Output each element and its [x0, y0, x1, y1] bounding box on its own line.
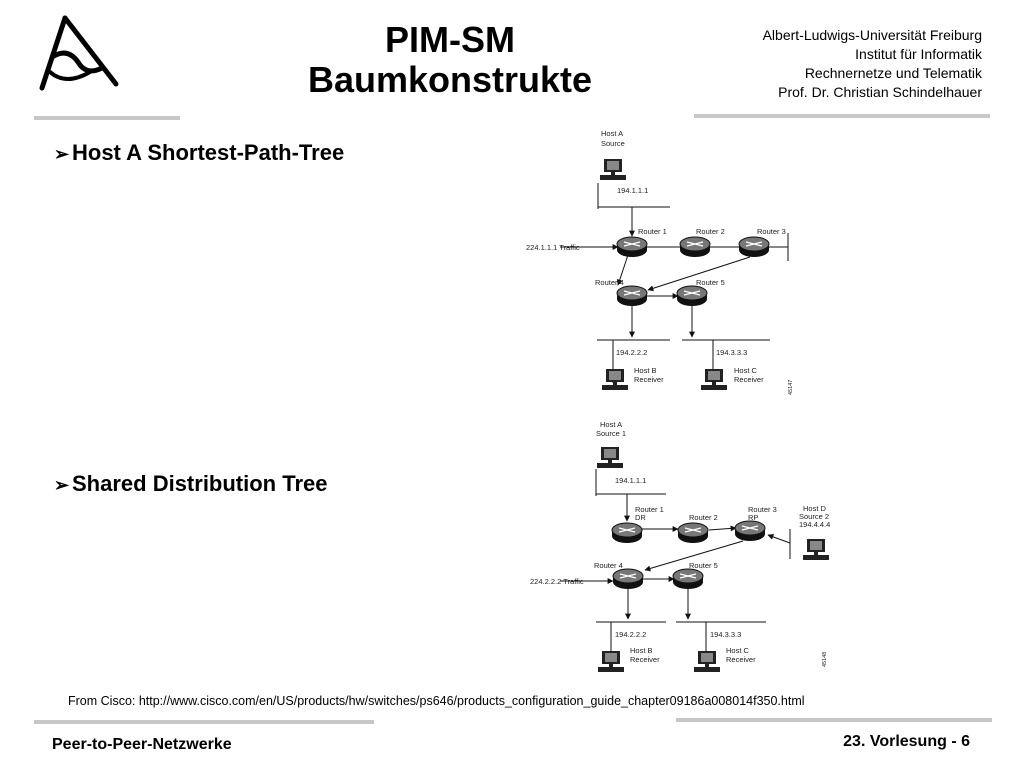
router-4-icon [612, 568, 644, 590]
host-c-ip: 194.3.3.3 [716, 348, 747, 357]
bullet-label: Shared Distribution Tree [72, 471, 328, 496]
host-d-role: Source 2 [799, 512, 829, 521]
figure-id: 45147 [788, 380, 794, 395]
host-a-computer-icon [597, 447, 623, 468]
router-4-label: Router 4 [594, 561, 623, 570]
bullet-arrow-icon: ➢ [54, 475, 70, 495]
spt-diagram: Host A Source 194.1.1.1 224.1.1.1 Traffi… [526, 129, 794, 395]
slide-title: PIM-SM Baumkonstrukte [250, 20, 650, 100]
router-3-icon [738, 236, 770, 258]
host-b-role: Receiver [630, 655, 660, 664]
host-d-ip: 194.4.4.4 [799, 520, 830, 529]
institution-line: Prof. Dr. Christian Schindelhauer [778, 84, 982, 100]
router-3-label: Router 3 [748, 505, 777, 514]
router-1-role: DR [635, 513, 646, 522]
router-4-label: Router 4 [595, 278, 624, 287]
host-c-label: Host C [734, 366, 758, 375]
institution-block: Albert-Ludwigs-Universität Freiburg Inst… [763, 26, 982, 102]
host-d-computer-icon [803, 539, 829, 560]
footer-page-number: 23. Vorlesung - 6 [843, 733, 970, 750]
bullet-arrow-icon: ➢ [54, 144, 70, 164]
institution-line: Institut für Informatik [855, 46, 982, 62]
router-2-icon [677, 522, 709, 544]
router-3-icon [734, 520, 766, 542]
footer-rule-right [676, 718, 992, 722]
figure-id: 45148 [822, 652, 828, 667]
host-b-label: Host B [630, 646, 653, 655]
host-b-computer-icon [602, 369, 628, 390]
host-a-computer-icon [600, 159, 626, 180]
source-credit: From Cisco: http://www.cisco.com/en/US/p… [68, 694, 805, 708]
host-c-computer-icon [701, 369, 727, 390]
traffic-label: 224.1.1.1 Traffic [526, 243, 580, 252]
router-1-label: Router 1 [635, 505, 664, 514]
institution-line: Albert-Ludwigs-Universität Freiburg [762, 27, 982, 43]
host-a-role: Source [601, 139, 625, 148]
host-c-ip: 194.3.3.3 [710, 630, 741, 639]
router-1-icon [611, 522, 643, 544]
router-2-icon [679, 236, 711, 258]
host-b-ip: 194.2.2.2 [615, 630, 646, 639]
router-3-label: Router 3 [757, 227, 786, 236]
host-c-role: Receiver [726, 655, 756, 664]
university-logo [39, 15, 119, 91]
institution-line: Rechnernetze und Telematik [804, 65, 982, 81]
router-2-label: Router 2 [689, 513, 718, 522]
bullet-shortest-path-tree: ➢Host A Shortest-Path-Tree [54, 140, 344, 167]
title-line-1: PIM-SM [385, 19, 515, 60]
host-c-role: Receiver [734, 375, 764, 384]
footer-rule-left [34, 720, 374, 724]
shared-tree-diagram: Host A Source 1 194.1.1.1 Router 1 DR Ro… [530, 420, 830, 672]
bullet-shared-tree: ➢Shared Distribution Tree [54, 471, 328, 498]
host-b-role: Receiver [634, 375, 664, 384]
host-a-label: Host A [601, 129, 623, 138]
host-a-ip: 194.1.1.1 [615, 476, 646, 485]
router-1-icon [616, 236, 648, 258]
router-5-icon [676, 285, 708, 307]
host-b-label: Host B [634, 366, 657, 375]
router-1-label: Router 1 [638, 227, 667, 236]
router-2-label: Router 2 [696, 227, 725, 236]
host-b-ip: 194.2.2.2 [616, 348, 647, 357]
host-c-label: Host C [726, 646, 750, 655]
host-c-computer-icon [694, 651, 720, 672]
header-rule-left [34, 116, 180, 120]
title-line-2: Baumkonstrukte [307, 59, 593, 100]
router-5-label: Router 5 [696, 278, 725, 287]
host-a-ip: 194.1.1.1 [617, 186, 648, 195]
footer-course-title: Peer-to-Peer-Netzwerke [52, 736, 232, 753]
router-5-icon [672, 568, 704, 590]
router-5-label: Router 5 [689, 561, 718, 570]
host-d-label: Host D [803, 504, 827, 513]
router-4-icon [616, 285, 648, 307]
host-a-role: Source 1 [596, 429, 626, 438]
bullet-label: Host A Shortest-Path-Tree [72, 140, 345, 165]
router-3-role: RP [748, 513, 758, 522]
header-rule-right [694, 114, 990, 118]
host-a-label: Host A [600, 420, 622, 429]
traffic-label: 224.2.2.2 Traffic [530, 577, 584, 586]
host-b-computer-icon [598, 651, 624, 672]
